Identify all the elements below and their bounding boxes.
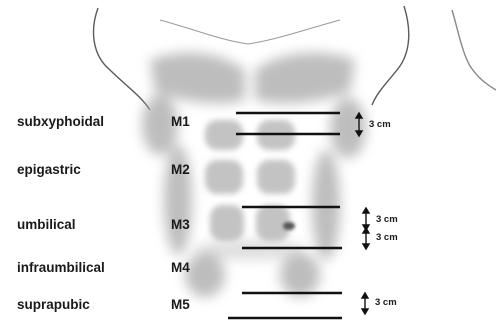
- region-label-suprapubic: suprapubic: [17, 298, 90, 312]
- dimension-label-m5: 3 cm: [375, 298, 397, 308]
- region-label-umbilical: umbilical: [17, 218, 76, 232]
- zone-code-m3: M3: [171, 218, 190, 232]
- zone-code-m5: M5: [171, 298, 190, 312]
- navel: [283, 222, 295, 230]
- dimension-label-m3-upper: 3 cm: [376, 215, 398, 225]
- rectus-segments: [205, 120, 295, 241]
- zone-code-m1: M1: [171, 115, 190, 129]
- region-label-infraumbilical: infraumbilical: [17, 261, 105, 275]
- dimension-label-m3-lower: 3 cm: [376, 233, 398, 243]
- zone-code-m2: M2: [171, 163, 190, 177]
- zone-code-m4: M4: [171, 261, 190, 275]
- region-label-epigastric: epigastric: [17, 163, 81, 177]
- dimension-label-m1: 3 cm: [369, 120, 391, 130]
- region-label-subxyphoidal: subxyphoidal: [17, 115, 104, 129]
